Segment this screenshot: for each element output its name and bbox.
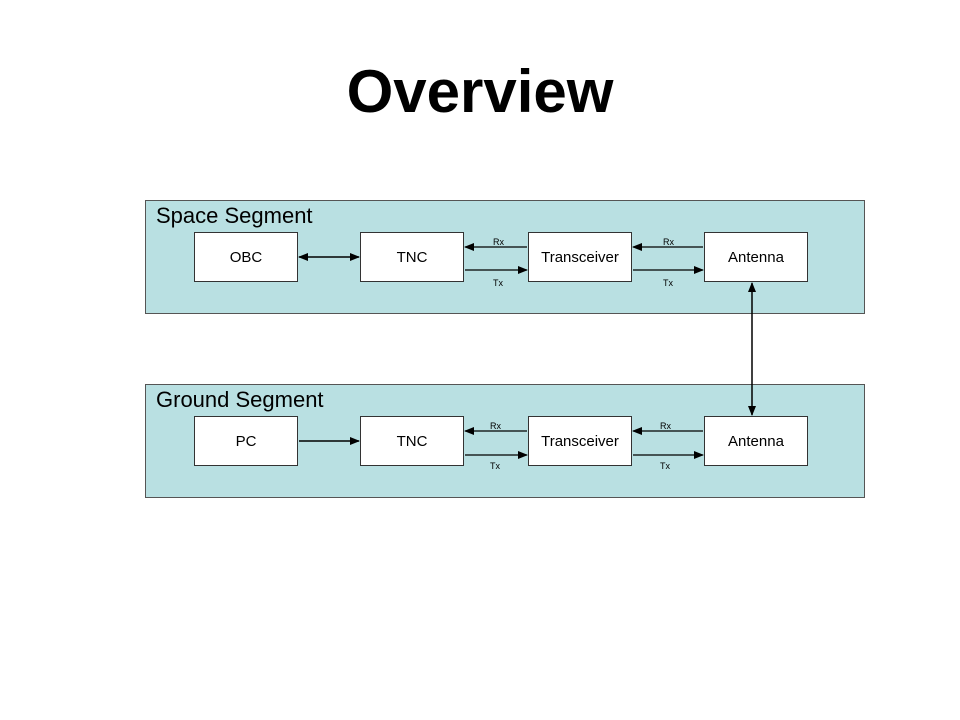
ground-segment-label: Ground Segment — [156, 387, 324, 412]
space-obc-block: OBC — [194, 232, 298, 282]
ground-rx-label-1: Rx — [490, 421, 501, 431]
ground-pc-block: PC — [194, 416, 298, 466]
space-segment-label: Space Segment — [156, 203, 313, 228]
space-rx-label-2: Rx — [663, 237, 674, 247]
space-tnc-block: TNC — [360, 232, 464, 282]
space-antenna-block: Antenna — [704, 232, 808, 282]
ground-antenna-block: Antenna — [704, 416, 808, 466]
ground-tx-label-2: Tx — [660, 461, 670, 471]
space-tx-label-1: Tx — [493, 278, 503, 288]
ground-transceiver-block: Transceiver — [528, 416, 632, 466]
space-rx-label-1: Rx — [493, 237, 504, 247]
ground-tx-label-1: Tx — [490, 461, 500, 471]
space-transceiver-block: Transceiver — [528, 232, 632, 282]
space-tx-label-2: Tx — [663, 278, 673, 288]
ground-tnc-block: TNC — [360, 416, 464, 466]
page-title: Overview — [346, 58, 614, 125]
ground-rx-label-2: Rx — [660, 421, 671, 431]
